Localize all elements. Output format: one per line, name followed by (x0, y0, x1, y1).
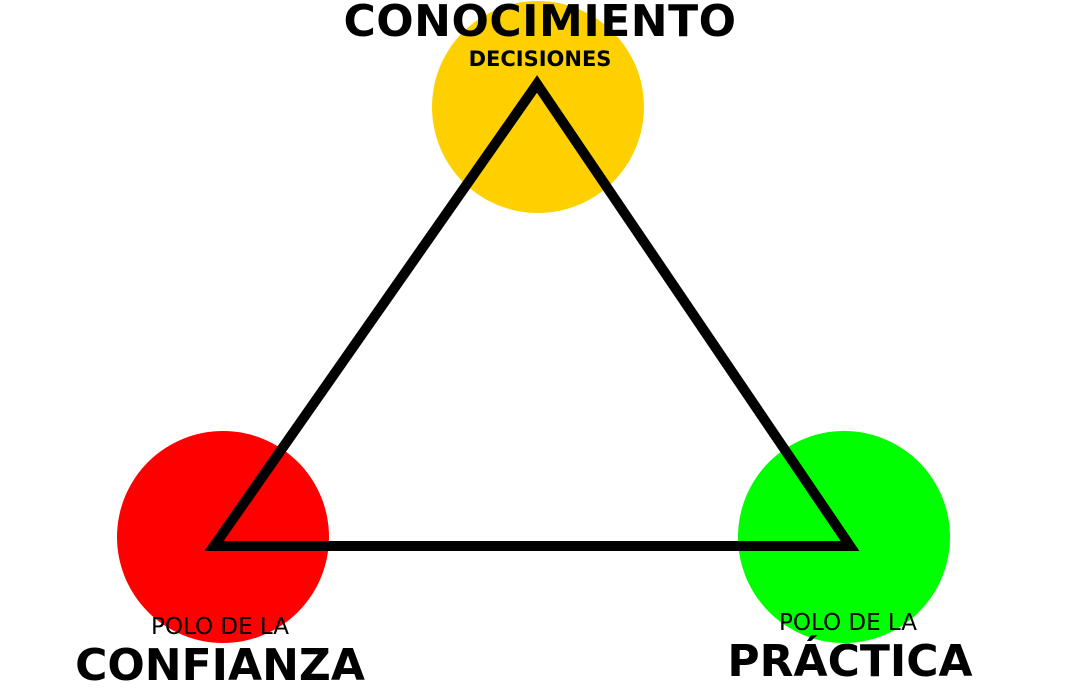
right-pole-prefix: POLO DE LA (778, 610, 917, 636)
top-pole-title: CONOCIMIENTO (343, 0, 737, 47)
right-pole-title: PRÁCTICA (727, 636, 973, 687)
left-pole-prefix: POLO DE LA (150, 614, 289, 640)
left-pole-title: CONFIANZA (75, 640, 365, 691)
diagram-graphic (117, 1, 950, 643)
triangle-diagram: CONOCIMIENTO DECISIONES POLO DE LA CONFI… (75, 0, 972, 691)
triangle-outline (204, 75, 860, 551)
top-pole-subtitle: DECISIONES (468, 47, 612, 71)
